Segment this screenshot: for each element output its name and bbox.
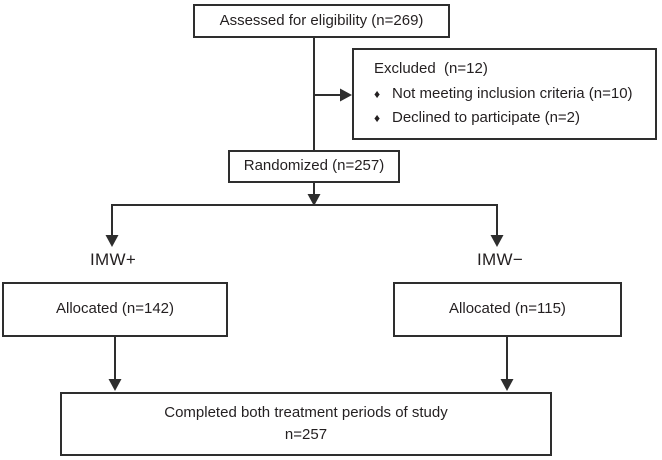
allocated-left-label: Allocated (n=142) [56,300,174,318]
assessed-label: Assessed for eligibility (n=269) [219,11,424,29]
excluded-item: ♦ Declined to participate (n=2) [374,109,649,128]
arrowhead-branch-center [307,194,321,206]
randomized-label: Randomized (n=257) [243,157,385,175]
allocated-left-box: Allocated (n=142) [2,282,228,337]
assessed-box: Assessed for eligibility (n=269) [193,4,450,38]
diamond-bullet-icon: ♦ [374,86,381,101]
diamond-bullet-icon: ♦ [374,111,381,126]
excluded-item: ♦ Not meeting inclusion criteria (n=10) [374,85,649,104]
arrowhead-arm-right [490,235,504,247]
completed-line2: n=257 [284,426,328,443]
excluded-title: Excluded (n=12) [374,59,488,77]
excluded-item-label: Declined to participate (n=2) [392,109,581,127]
allocated-right-box: Allocated (n=115) [393,282,622,337]
allocated-right-label: Allocated (n=115) [449,300,566,318]
excluded-box: Excluded (n=12) ♦ Not meeting inclusion … [352,48,657,140]
completed-line1: Completed both treatment periods of stud… [164,404,448,422]
randomized-box: Randomized (n=257) [228,150,400,183]
arm-label-imw-minus: IMW− [477,250,524,269]
arrowhead-completed-left [108,379,122,391]
arrowhead-arm-left [105,235,119,247]
arrowhead-completed-right [500,379,514,391]
arm-label-imw-plus: IMW+ [90,250,137,269]
arrowhead-excluded [340,88,352,102]
excluded-item-label: Not meeting inclusion criteria (n=10) [392,84,633,102]
completed-box: Completed both treatment periods of stud… [60,392,552,456]
